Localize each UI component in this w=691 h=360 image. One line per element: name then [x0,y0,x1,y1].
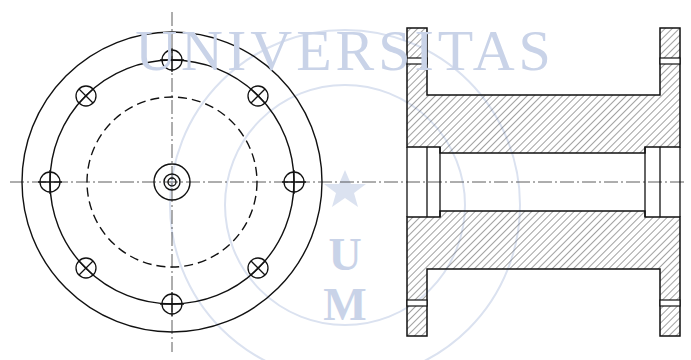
watermark-text: M [323,282,366,328]
center-line [10,12,684,352]
watermark-text: U [328,232,361,278]
watermark-text: UNIVERSITAS [135,22,555,80]
bolt-holes [38,48,306,316]
flange-bolt-gap [407,58,680,306]
bore-lines [407,147,680,217]
